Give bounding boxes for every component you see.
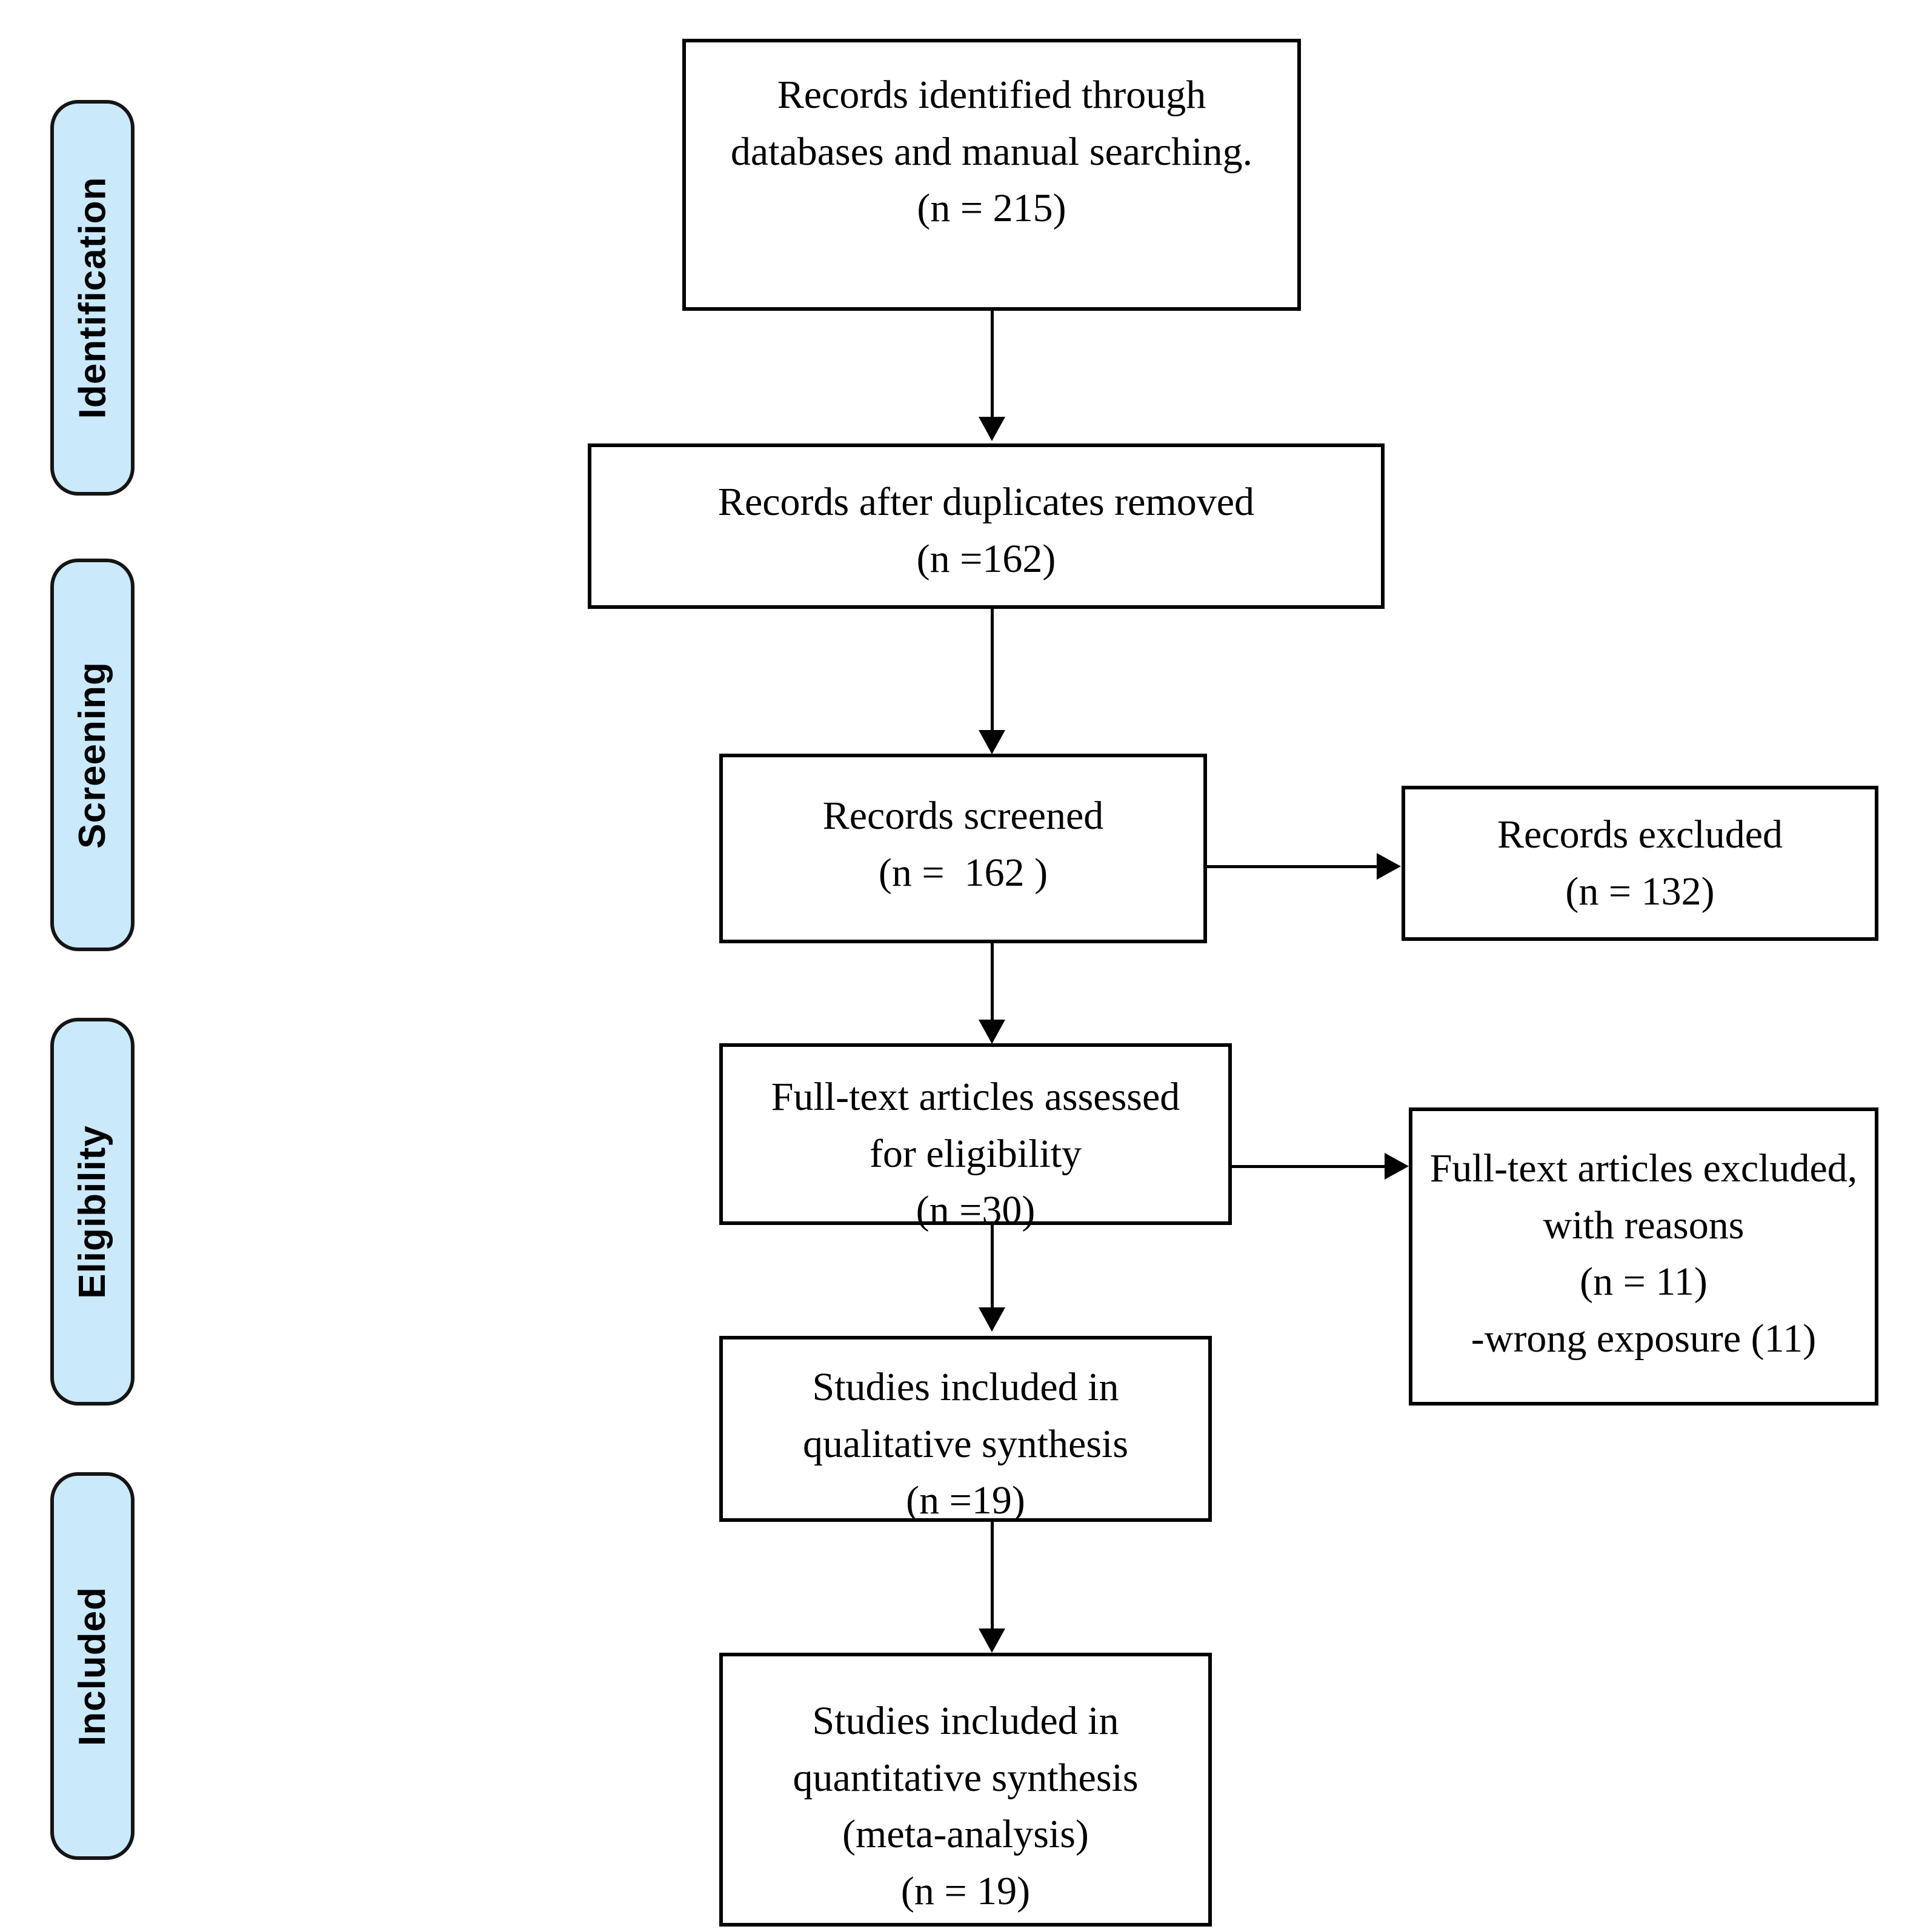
box-fulltext-excluded: Full-text articles excluded, with reason… bbox=[1409, 1107, 1878, 1406]
arrowhead-identified-to-duplicates bbox=[979, 417, 1005, 441]
stage-pill-included: Included bbox=[50, 1472, 135, 1860]
box-quantitative-synthesis: Studies included in quantitative synthes… bbox=[719, 1653, 1212, 1927]
box-quantitative-synthesis-line-4: (n = 19) bbox=[900, 1869, 1031, 1914]
stage-label-eligibility: Eligibility bbox=[72, 1124, 113, 1299]
box-qualitative-synthesis-line-1: Studies included in bbox=[812, 1365, 1119, 1409]
box-quantitative-synthesis-line-1: Studies included in bbox=[812, 1699, 1119, 1743]
box-records-screened: Records screened (n = 162 ) bbox=[719, 754, 1207, 943]
box-records-excluded: Records excluded (n = 132) bbox=[1402, 786, 1878, 941]
box-records-identified-line-3: (n = 215) bbox=[917, 186, 1066, 231]
box-records-identified-line-1: Records identified through bbox=[777, 73, 1206, 117]
box-fulltext-excluded-line-4: -wrong exposure (11) bbox=[1471, 1316, 1817, 1361]
box-records-excluded-line-1: Records excluded bbox=[1497, 812, 1783, 857]
connector-fulltext-to-qualitative bbox=[991, 1225, 994, 1310]
connector-fulltext-to-fulltext-excluded bbox=[1232, 1165, 1387, 1168]
box-records-screened-line-1: Records screened bbox=[822, 794, 1104, 838]
stage-pill-eligibility: Eligibility bbox=[50, 1018, 135, 1406]
stage-label-included: Included bbox=[72, 1586, 113, 1746]
arrowhead-screened-to-fulltext bbox=[979, 1020, 1005, 1044]
connector-screened-to-records-excluded bbox=[1207, 865, 1380, 868]
box-records-identified-line-2: databases and manual searching. bbox=[730, 129, 1253, 174]
stage-label-screening: Screening bbox=[72, 661, 113, 849]
box-fulltext-assessed-line-1: Full-text articles assessed bbox=[771, 1075, 1180, 1119]
connector-screened-to-fulltext bbox=[991, 943, 994, 1022]
arrowhead-duplicates-to-screened bbox=[979, 730, 1005, 754]
box-qualitative-synthesis-line-2: qualitative synthesis bbox=[802, 1421, 1129, 1466]
connector-duplicates-to-screened bbox=[991, 609, 994, 733]
stage-pill-identification: Identification bbox=[50, 100, 135, 496]
box-duplicates-removed: Records after duplicates removed (n =162… bbox=[588, 443, 1385, 609]
box-fulltext-excluded-line-1: Full-text articles excluded, bbox=[1429, 1146, 1858, 1190]
stage-pill-screening: Screening bbox=[50, 559, 135, 951]
box-fulltext-excluded-line-3: (n = 11) bbox=[1580, 1260, 1708, 1304]
box-fulltext-assessed-line-2: for eligibility bbox=[869, 1131, 1082, 1176]
box-qualitative-synthesis-line-3: (n =19) bbox=[906, 1478, 1025, 1523]
box-duplicates-removed-line-2: (n =162) bbox=[916, 536, 1056, 581]
box-records-screened-line-2: (n = 162 ) bbox=[878, 850, 1048, 895]
stage-label-identification: Identification bbox=[72, 176, 113, 419]
box-quantitative-synthesis-line-2: quantitative synthesis bbox=[793, 1755, 1139, 1800]
connector-qualitative-to-quantitative bbox=[991, 1522, 994, 1631]
box-fulltext-excluded-line-2: with reasons bbox=[1543, 1203, 1744, 1247]
box-duplicates-removed-line-1: Records after duplicates removed bbox=[717, 480, 1255, 524]
box-fulltext-assessed: Full-text articles assessed for eligibil… bbox=[719, 1043, 1232, 1232]
arrowhead-fulltext-to-fulltext-excluded bbox=[1385, 1153, 1409, 1180]
box-records-excluded-line-2: (n = 132) bbox=[1565, 869, 1715, 914]
box-fulltext-assessed-line-3: (n =30) bbox=[916, 1188, 1036, 1233]
box-records-identified: Records identified through databases and… bbox=[682, 39, 1301, 311]
arrowhead-qualitative-to-quantitative bbox=[979, 1628, 1005, 1653]
box-quantitative-synthesis-line-3: (meta-analysis) bbox=[842, 1812, 1089, 1857]
box-qualitative-synthesis: Studies included in qualitative synthesi… bbox=[719, 1336, 1212, 1522]
connector-identified-to-duplicates bbox=[991, 311, 994, 419]
arrowhead-fulltext-to-qualitative bbox=[979, 1307, 1005, 1332]
arrowhead-screened-to-records-excluded bbox=[1377, 853, 1401, 880]
